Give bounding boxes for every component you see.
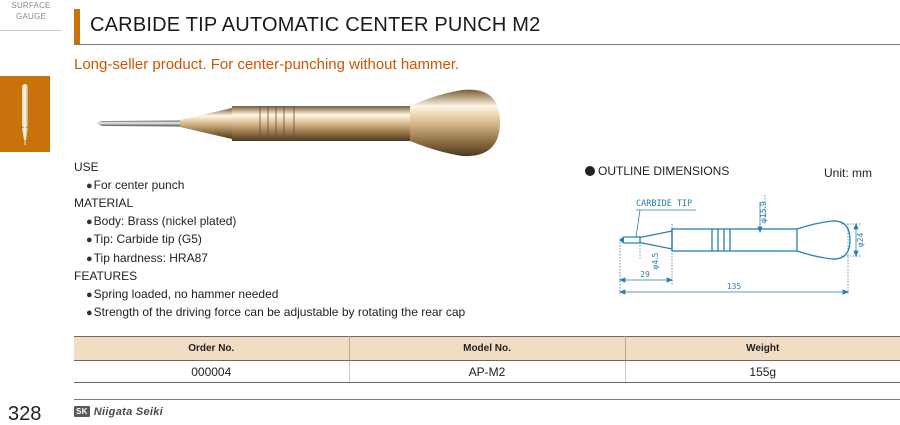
spec-feature-item: Spring loaded, no hammer needed bbox=[74, 286, 465, 305]
col-order-no: Order No. bbox=[74, 336, 350, 361]
brand-logo-icon: SK bbox=[74, 406, 90, 417]
sidebar-category: SURFACE GAUGE bbox=[0, 0, 62, 22]
table-row: 000004 AP-M2 155g bbox=[74, 360, 900, 383]
spec-heading-material: MATERIAL bbox=[74, 196, 134, 210]
unit-label: Unit: mm bbox=[824, 166, 872, 180]
spec-material-item: Body: Brass (nickel plated) bbox=[74, 213, 465, 232]
spec-heading-features: FEATURES bbox=[74, 269, 138, 283]
spec-material-item: Tip: Carbide tip (G5) bbox=[74, 231, 465, 250]
spec-feature-item: Strength of the driving force can be adj… bbox=[74, 304, 466, 323]
dim-tip-diameter: φ4.5 bbox=[651, 252, 660, 269]
dim-cap-diameter: φ24 bbox=[856, 233, 865, 248]
footer-divider bbox=[74, 399, 900, 400]
col-weight: Weight bbox=[625, 336, 900, 361]
outline-heading-text: OUTLINE DIMENSIONS bbox=[598, 164, 730, 178]
dim-tip-length: 29 bbox=[640, 270, 650, 279]
dim-total-length: 135 bbox=[727, 282, 742, 291]
col-model-no: Model No. bbox=[349, 336, 626, 361]
outline-drawing: CARBIDE TIP 29 135 φ15.9 φ24 φ4.5 bbox=[618, 195, 865, 295]
brand-name: Niigata Seiki bbox=[93, 406, 164, 418]
cell-weight: 155g bbox=[625, 360, 900, 383]
carbide-tip-label: CARBIDE TIP bbox=[636, 199, 692, 209]
title-divider bbox=[74, 44, 900, 45]
spec-use-item: For center punch bbox=[74, 177, 465, 196]
sidebar-category-line2: GAUGE bbox=[16, 12, 46, 21]
page-number: 328 bbox=[8, 403, 42, 425]
page-subtitle: Long-seller product. For center-punching… bbox=[74, 56, 460, 73]
table-header-row: Order No. Model No. Weight bbox=[74, 336, 900, 361]
sidebar-category-line1: SURFACE bbox=[11, 1, 51, 10]
dim-body-diameter: φ15.9 bbox=[759, 201, 768, 223]
product-table: Order No. Model No. Weight 000004 AP-M2 … bbox=[74, 336, 900, 383]
cell-model-no: AP-M2 bbox=[349, 360, 626, 383]
product-photo bbox=[96, 89, 500, 157]
center-punch-thumbnail-icon bbox=[22, 84, 28, 145]
title-accent-bar bbox=[74, 9, 80, 45]
spec-heading-use: USE bbox=[74, 160, 99, 174]
sidebar-divider bbox=[0, 30, 62, 31]
spec-material-item: Tip hardness: HRA87 bbox=[74, 250, 465, 269]
bullet-icon bbox=[585, 166, 595, 176]
sidebar-category-tab[interactable] bbox=[0, 76, 50, 152]
cell-order-no: 000004 bbox=[74, 360, 350, 383]
outline-heading: OUTLINE DIMENSIONS bbox=[585, 163, 729, 179]
page-title: CARBIDE TIP AUTOMATIC CENTER PUNCH M2 bbox=[90, 14, 541, 36]
product-specs: USE For center punch MATERIAL Body: Bras… bbox=[74, 159, 465, 323]
